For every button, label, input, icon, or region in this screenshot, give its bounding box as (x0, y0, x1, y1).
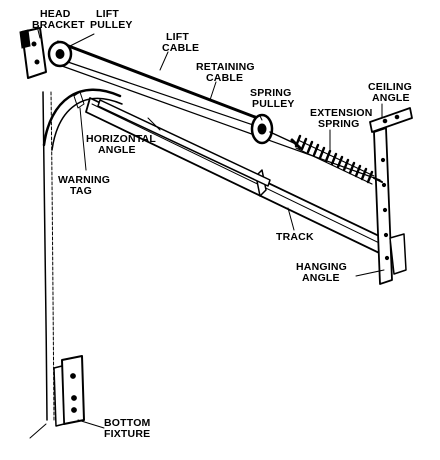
label-horizontal-angle: HORIZONTAL (86, 133, 156, 145)
warning-tag (73, 91, 85, 109)
lift-cable (56, 40, 270, 124)
head-bracket (19, 27, 47, 79)
bottom-fixture (53, 355, 85, 427)
ceiling-angle-bracket (369, 107, 413, 285)
label-retaining-cable: RETAINING (196, 61, 255, 73)
curved-track (42, 88, 123, 151)
lift-pulley (47, 40, 73, 68)
label-lift-pulley-2: PULLEY (90, 19, 133, 31)
label-warning-tag-2: TAG (70, 185, 92, 197)
label-bottom-fixture-2: FIXTURE (104, 428, 150, 440)
label-lift-cable: LIFT (166, 31, 189, 43)
label-lift-pulley: LIFT (96, 8, 119, 20)
label-hanging-angle-2: ANGLE (302, 272, 340, 284)
label-extension-spring-2: SPRING (318, 118, 359, 130)
label-lift-cable-2: CABLE (162, 42, 199, 54)
label-spring-pulley-2: PULLEY (252, 98, 295, 110)
label-head-bracket: HEAD (40, 8, 71, 20)
part-labels: HEAD BRACKET LIFT PULLEY LIFT CABLE RETA… (32, 8, 412, 440)
extension-spring (290, 134, 383, 185)
label-track: TRACK (276, 231, 314, 243)
label-hanging-angle: HANGING (296, 261, 347, 273)
label-ceiling-angle-2: ANGLE (372, 92, 410, 104)
horizontal-angle (97, 99, 271, 187)
label-retaining-cable-2: CABLE (206, 72, 243, 84)
label-head-bracket-2: BRACKET (32, 19, 85, 31)
spring-pulley (250, 113, 297, 145)
leader-lines (29, 29, 385, 439)
label-extension-spring: EXTENSION (310, 107, 372, 119)
vertical-track (29, 44, 55, 421)
label-horizontal-angle-2: ANGLE (98, 144, 136, 156)
label-bottom-fixture: BOTTOM (104, 417, 151, 429)
label-ceiling-angle: CEILING (368, 81, 412, 93)
label-warning-tag: WARNING (58, 174, 110, 186)
label-spring-pulley: SPRING (250, 87, 291, 99)
